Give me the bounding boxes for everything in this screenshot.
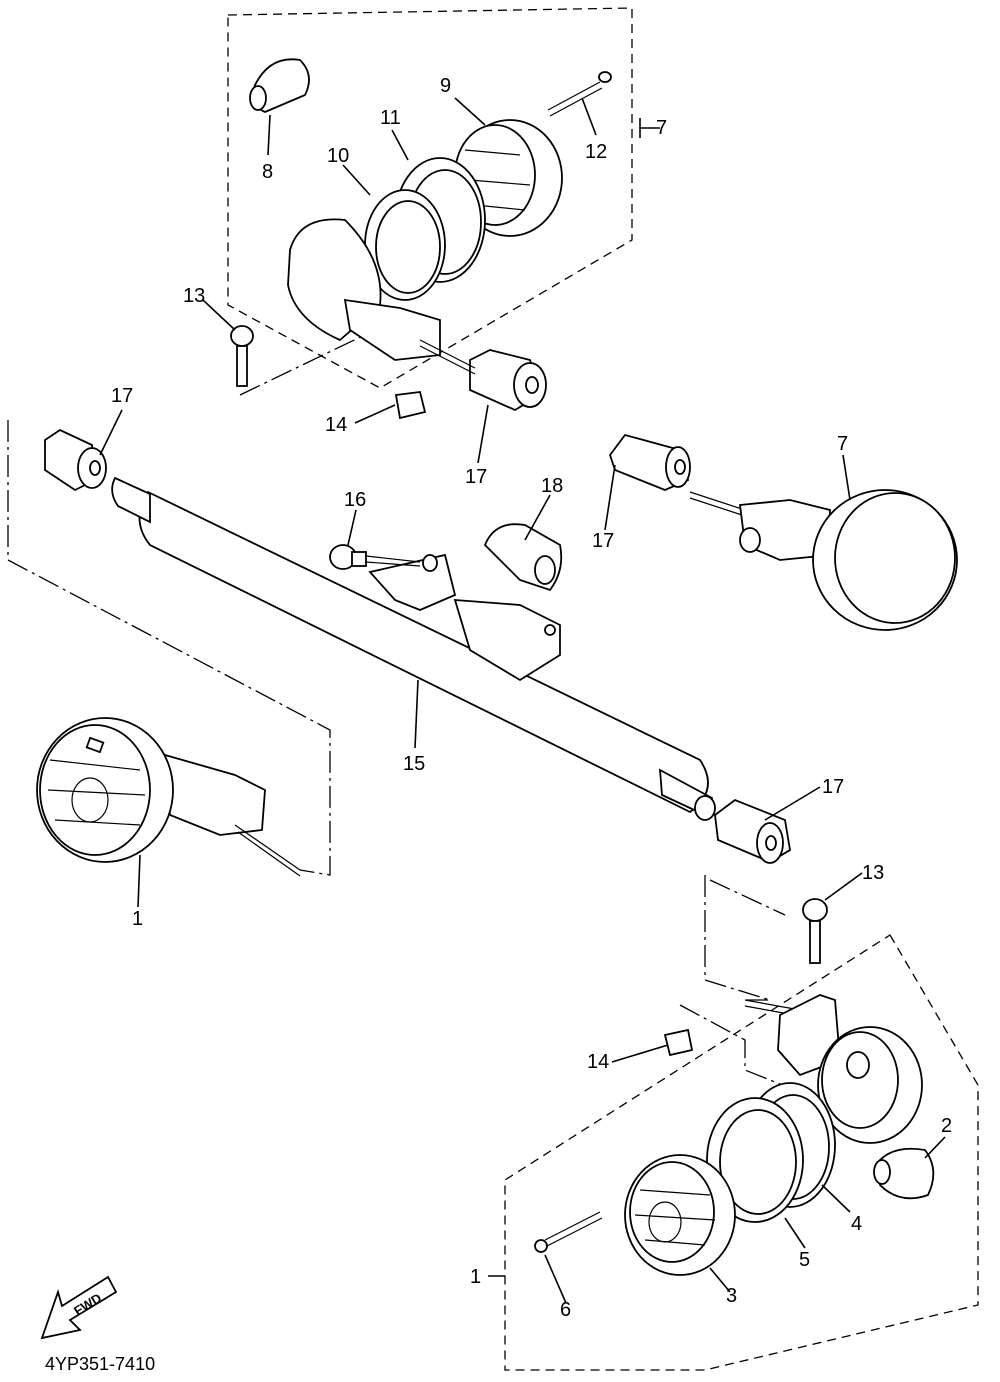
signal-housing-top [287,218,476,375]
callout-3: 3 [726,1285,737,1307]
callout-14-bottom: 14 [587,1051,609,1073]
assembly-box-7-top [227,7,633,389]
diagram-code: 4YP351-7410 [45,1354,155,1374]
callout-1-bottom: 1 [470,1266,481,1288]
callout-6: 6 [560,1299,571,1321]
callout-17-right: 17 [592,530,614,552]
callout-11: 11 [380,107,401,129]
grommet-17-right [608,433,691,491]
grommet-17-center [714,798,791,864]
alignment-lines [7,329,821,1101]
signal-housing-bottom [744,994,923,1144]
callout-13-bottom: 13 [862,862,884,884]
callout-13-top: 13 [183,285,205,307]
grommet-17-left [44,428,107,492]
signal-assembly-7-right [689,489,958,631]
screw-6 [534,1211,603,1253]
bolt-16 [329,544,421,570]
callout-2: 2 [941,1115,952,1137]
callout-12: 12 [585,141,607,163]
leader-lines [99,97,946,1304]
rim-10 [364,189,446,301]
crossbar-tube-15 [111,476,716,821]
bolt-13-top [230,325,254,387]
grommet-17-top [469,349,547,412]
callout-7-right: 7 [837,433,848,455]
callout-17-top: 17 [465,466,487,488]
callout-18: 18 [541,475,563,497]
callout-14-top: 14 [325,414,347,436]
callout-16: 16 [344,489,366,511]
nut-14-top [394,391,427,420]
callout-1-left: 1 [132,908,143,930]
bolt-13-bottom [802,898,828,964]
callout-15: 15 [403,753,425,775]
bulb-8 [249,58,310,113]
fwd-arrow-icon: FWD [40,1275,118,1340]
callout-4: 4 [851,1213,862,1235]
signal-assembly-1-left [36,717,301,877]
mounting-bracket [368,553,561,682]
assembly-box-1-bottom [504,934,979,1371]
callout-17-left: 17 [111,385,133,407]
callout-9: 9 [440,75,451,97]
callout-17-center: 17 [822,776,844,798]
callout-5: 5 [799,1249,810,1271]
callout-8: 8 [262,161,273,183]
nut-14-bottom [663,1028,694,1057]
lens-3 [624,1154,736,1276]
bulb-2 [873,1147,935,1200]
clamp-18 [483,523,563,592]
screw-12 [547,71,612,117]
callout-10: 10 [327,145,349,167]
callout-7-top: 7 [656,117,667,139]
callout-labels: 8 9 11 10 12 7 13 14 17 17 17 7 16 18 15… [111,75,952,1321]
